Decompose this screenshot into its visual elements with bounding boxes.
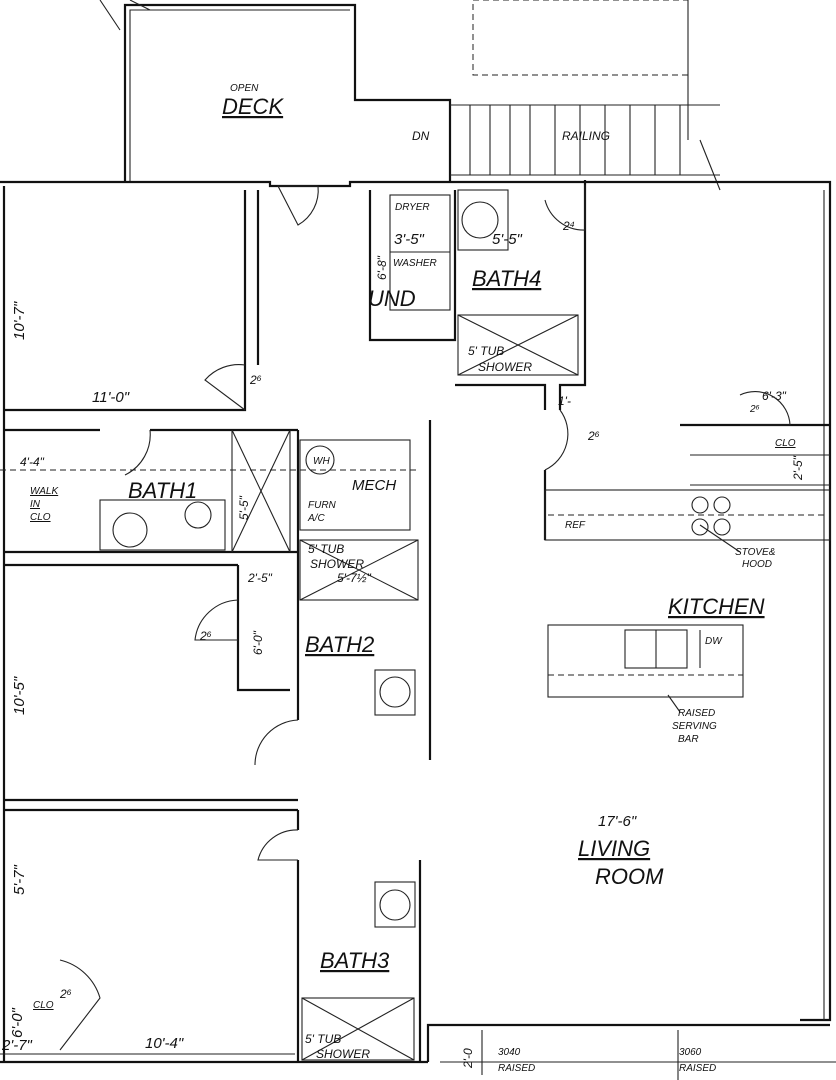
label-hood: HOOD — [742, 559, 772, 570]
label-raised: RAISED — [498, 1063, 535, 1074]
label-bath3: BATH3 — [320, 948, 390, 973]
label-ac: A/C — [307, 513, 325, 524]
label-ref: REF — [565, 520, 586, 531]
label-shower: SHOWER — [478, 360, 532, 374]
label-clo: CLO — [775, 438, 796, 449]
dim-10-5: 10'-5" — [11, 676, 28, 715]
door-label: 2⁶ — [199, 629, 212, 643]
exterior-walls — [0, 180, 836, 1064]
door-label: 2⁶ — [249, 373, 262, 387]
label-furn: FURN — [308, 500, 337, 511]
kitchen-counter — [544, 489, 831, 713]
label-living: LIVING — [578, 836, 650, 861]
label-tub: 5' TUB — [308, 542, 344, 556]
dim-5-5: 5'-5" — [237, 495, 251, 520]
door-label: 2⁶ — [59, 987, 72, 1001]
dim-10-7: 10'-7" — [11, 301, 28, 340]
dim-17-6: 17'-6" — [598, 813, 637, 830]
label-dw: DW — [705, 636, 723, 647]
label-kitchen: KITCHEN — [668, 594, 765, 619]
label-bath4: BATH4 — [472, 266, 541, 291]
label-walk: WALK — [30, 486, 59, 497]
label-dryer: DRYER — [395, 202, 430, 213]
label-bar: BAR — [678, 734, 699, 745]
label-shower: SHOWER — [310, 557, 364, 571]
label-mech: MECH — [352, 477, 396, 494]
label-raised: RAISED — [678, 708, 715, 719]
dim-2-5: 2'-5" — [247, 571, 273, 585]
label-in: IN — [30, 499, 41, 510]
label-open: OPEN — [230, 83, 259, 94]
door-label: 2⁶ — [749, 404, 760, 415]
label-dn: DN — [412, 129, 430, 143]
dim-11-0: 11'-0" — [92, 389, 130, 406]
label-3040: 3040 — [498, 1047, 521, 1058]
label-railing: RAILING — [562, 129, 610, 143]
label-tub: 5' TUB — [468, 344, 504, 358]
dim-3-5: 3'-5" — [394, 231, 425, 248]
dim-5-7-half: 5'-7½" — [337, 571, 372, 585]
label-bath2: BATH2 — [305, 632, 374, 657]
dim-2-5: 2'-5" — [791, 455, 805, 481]
label-deck: DECK — [222, 94, 284, 119]
label-shower: SHOWER — [316, 1047, 370, 1061]
label-clo: CLO — [30, 512, 51, 523]
label-3060: 3060 — [679, 1047, 702, 1058]
label-washer: WASHER — [393, 258, 437, 269]
dim-6-8: 6'-8" — [375, 255, 389, 280]
door-swings — [59, 185, 791, 1051]
door-label: 2⁶ — [587, 429, 600, 443]
label-stove: STOVE& — [735, 547, 776, 558]
dim-4-4: 4'-4" — [20, 455, 45, 469]
dim-6-0: 6'-0" — [251, 630, 265, 655]
dim-5-7: 5'-7" — [11, 864, 28, 895]
dim-1: 1'- — [558, 394, 571, 408]
label-wh: WH — [313, 456, 330, 467]
door-label: 2⁴ — [562, 219, 575, 233]
dim-6-3: 6'-3" — [762, 389, 787, 403]
dim-6-0: 6'-0" — [9, 1007, 26, 1038]
label-room: ROOM — [595, 864, 664, 889]
label-raised: RAISED — [679, 1063, 716, 1074]
dim-5-5: 5'-5" — [492, 231, 523, 248]
label-bath1: BATH1 — [128, 478, 197, 503]
interior-walls — [0, 180, 830, 1062]
dim-10-4: 10'-4" — [145, 1035, 184, 1052]
open-deck — [99, 0, 689, 182]
dim-2-7: 2'-7" — [1, 1037, 33, 1054]
label-tub: 5' TUB — [305, 1032, 341, 1046]
label-serving: SERVING — [672, 721, 717, 732]
label-clo: CLO — [33, 1000, 54, 1011]
dim-2-0: 2'-0 — [461, 1048, 475, 1069]
stairs — [450, 104, 721, 191]
label-und: UND — [368, 286, 416, 311]
